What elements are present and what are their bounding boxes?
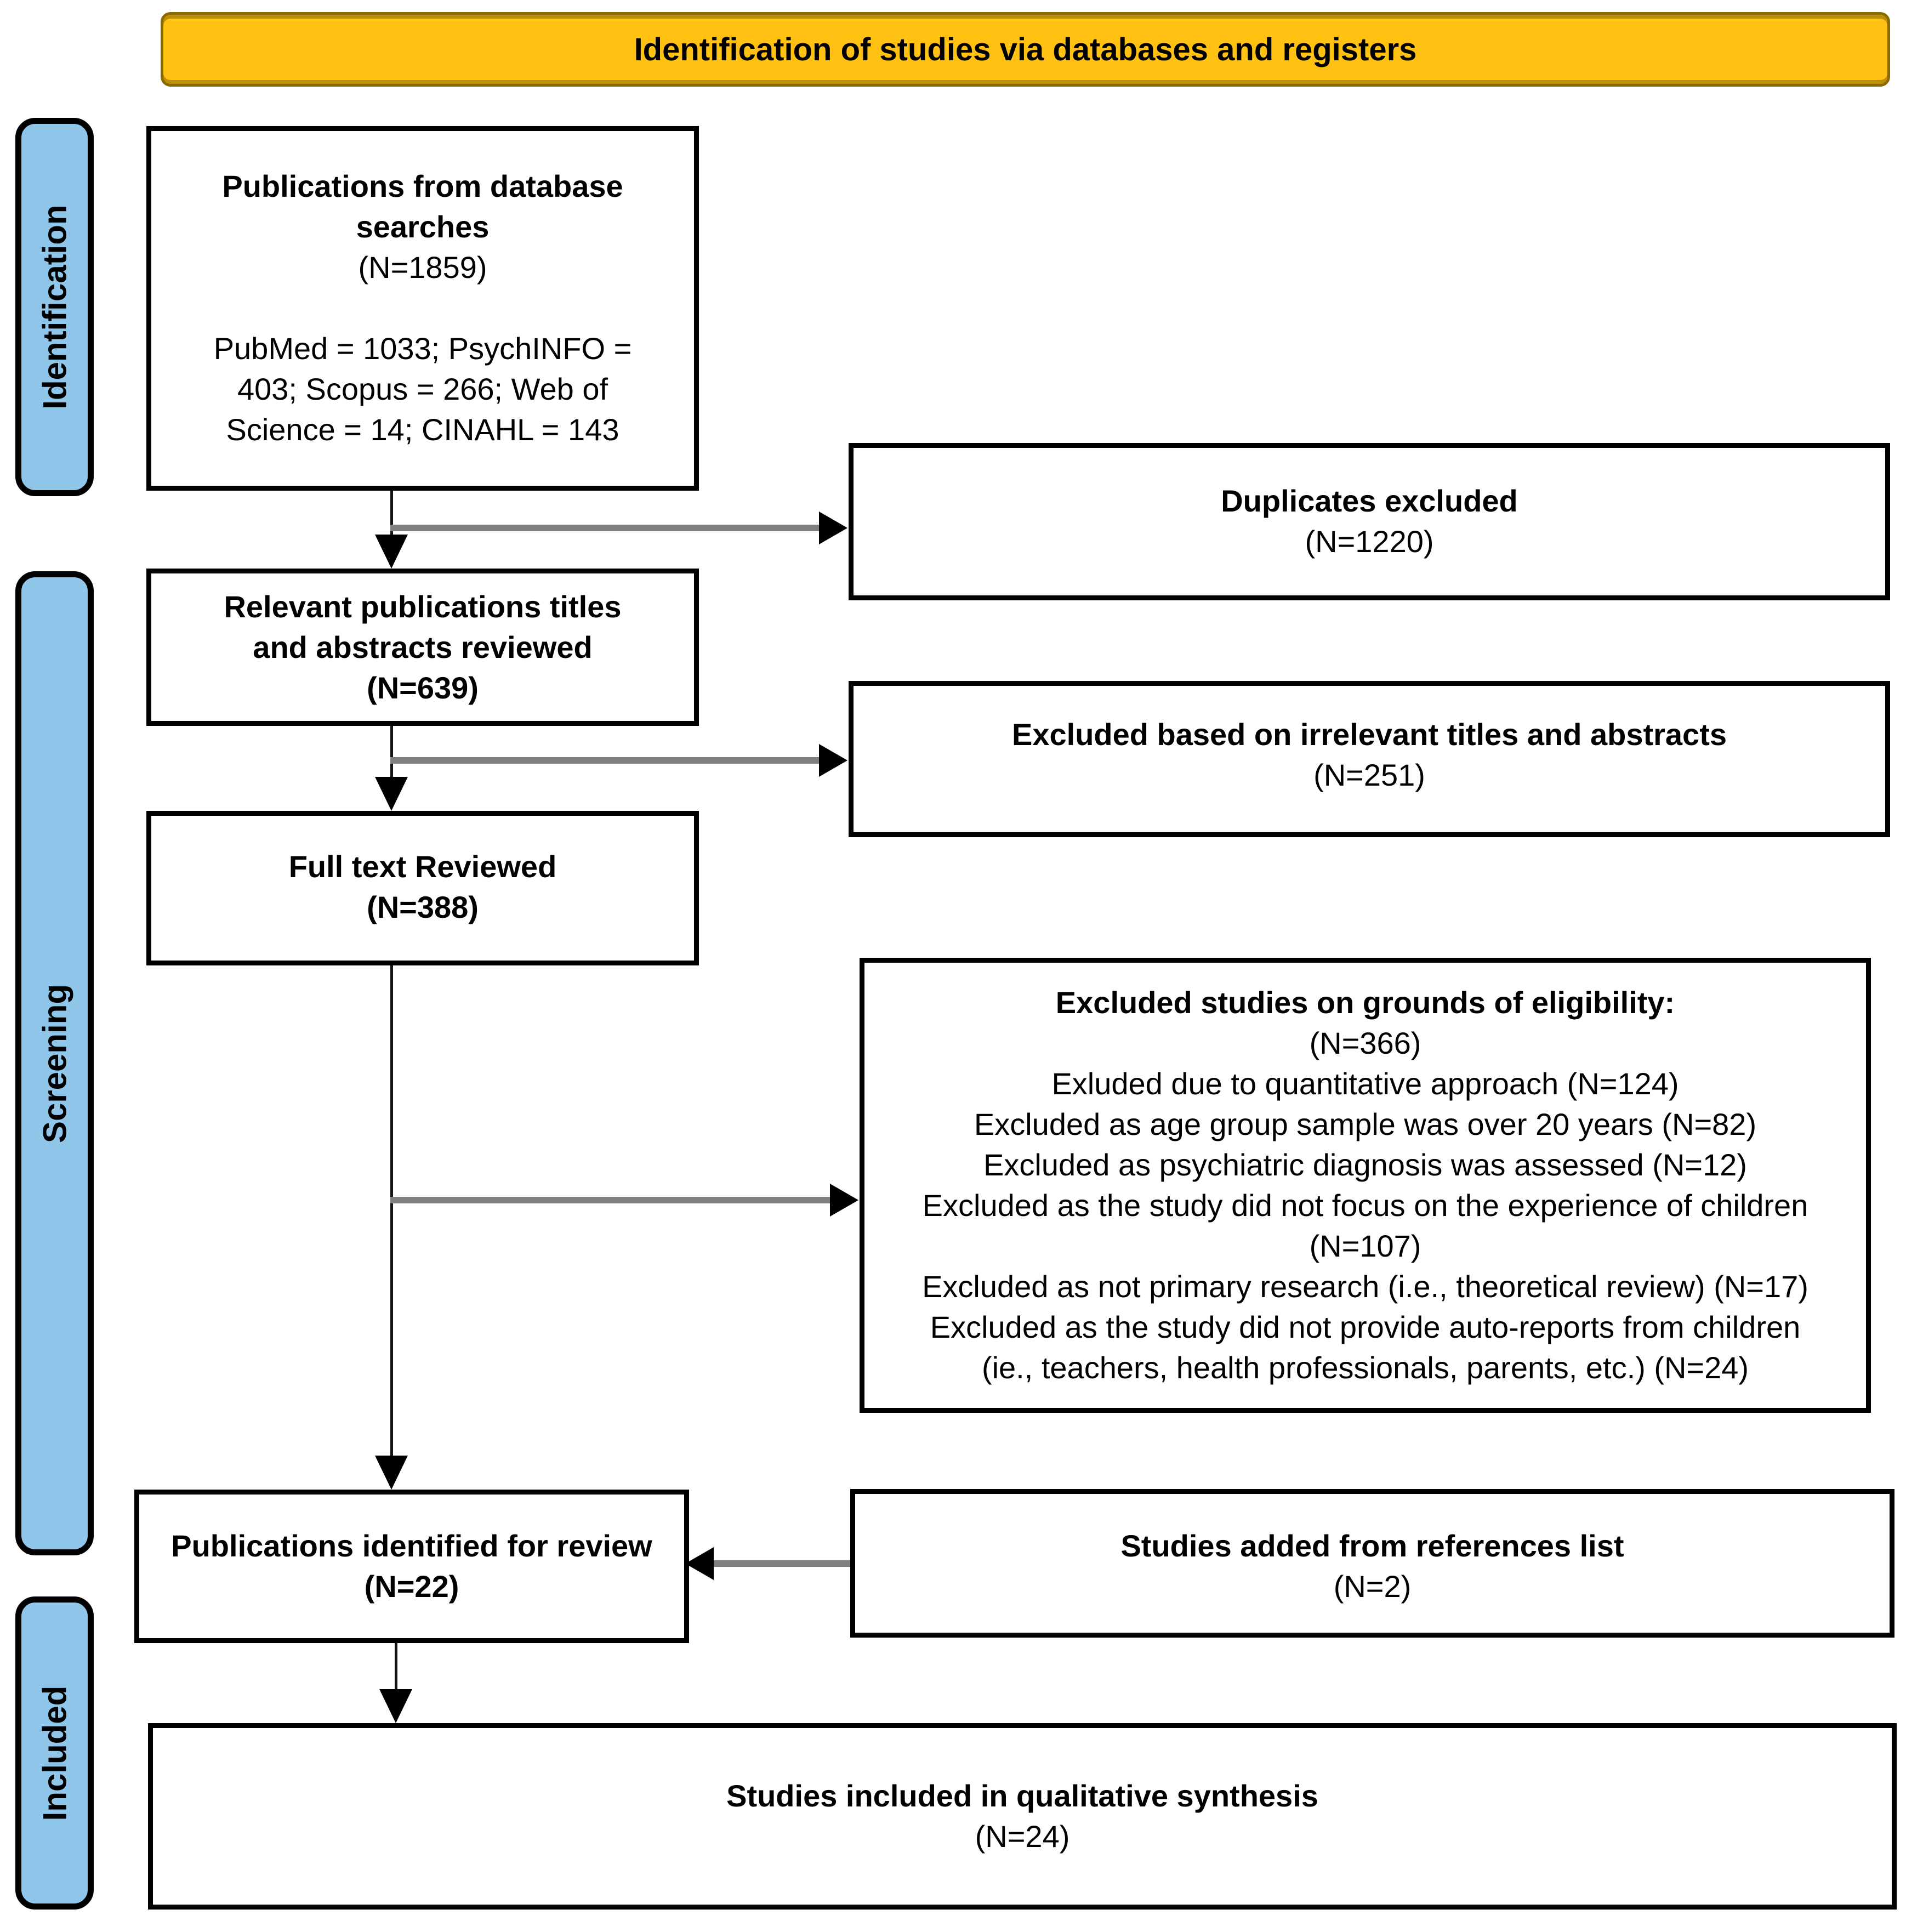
connector-identified-to-qualitative-line	[395, 1643, 397, 1691]
box-identified-for-review: Publications identified for review (N=22…	[134, 1490, 689, 1643]
stage-included: Included	[15, 1596, 94, 1910]
stage-screening: Screening	[15, 571, 94, 1555]
connector-db-to-titles-arrowhead-icon	[375, 535, 408, 569]
stage-included-label: Included	[36, 1685, 73, 1821]
banner: Identification of studies via databases …	[161, 12, 1890, 87]
box-full-text-reviewed-title: Full text Reviewed	[288, 849, 557, 884]
connector-titles-to-fulltext-line	[390, 726, 393, 780]
connector-fulltext-to-identified-line	[390, 965, 393, 1458]
connector-titles-to-fulltext-arrowhead-icon	[375, 777, 408, 811]
box-full-text-reviewed: Full text Reviewed (N=388)	[146, 811, 699, 965]
box-identified-for-review-count: (N=22)	[364, 1569, 459, 1604]
box-titles-abstracts-reviewed: Relevant publications titles and abstrac…	[146, 569, 699, 726]
connector-db-to-titles-line	[390, 491, 393, 537]
box-references-added: Studies added from references list (N=2)	[850, 1489, 1894, 1638]
stage-identification: Identification	[15, 118, 94, 496]
box-qualitative-synthesis: Studies included in qualitative synthesi…	[148, 1723, 1897, 1910]
box-database-searches: Publications from database searches (N=1…	[146, 126, 699, 491]
box-eligibility-exclusions-count: (N=366)	[1309, 1026, 1421, 1060]
box-references-added-count: (N=2)	[1333, 1569, 1412, 1604]
box-database-searches-count: (N=1859)	[358, 250, 487, 285]
box-duplicates-excluded-title: Duplicates excluded	[1221, 484, 1518, 518]
box-titles-abstracts-reviewed-title-line2: and abstracts reviewed	[253, 629, 593, 664]
connector-to-eligibility-arrowhead-icon	[830, 1184, 858, 1217]
banner-title: Identification of studies via databases …	[634, 31, 1417, 67]
stage-identification-label: Identification	[36, 204, 73, 410]
box-irrelevant-excluded: Excluded based on irrelevant titles and …	[849, 681, 1890, 837]
box-references-added-title: Studies added from references list	[1120, 1528, 1624, 1563]
box-titles-abstracts-reviewed-title-line1: Relevant publications titles	[224, 589, 622, 624]
box-eligibility-reason-6-line1: Excluded as the study did not provide au…	[930, 1310, 1801, 1344]
box-database-searches-title-line1: Publications from database	[222, 169, 623, 203]
connector-to-irrelevant-arrowhead-icon	[819, 744, 847, 777]
box-duplicates-excluded: Duplicates excluded (N=1220)	[849, 443, 1890, 600]
connector-to-eligibility-line	[390, 1197, 830, 1203]
box-eligibility-reason-1: Exluded due to quantitative approach (N=…	[1051, 1066, 1679, 1101]
box-titles-abstracts-reviewed-count: (N=639)	[367, 670, 479, 705]
box-database-searches-detail-line3: Science = 14; CINAHL = 143	[226, 412, 619, 447]
box-qualitative-synthesis-title: Studies included in qualitative synthesi…	[726, 1778, 1318, 1813]
box-full-text-reviewed-count: (N=388)	[367, 890, 479, 924]
box-identified-for-review-title: Publications identified for review	[171, 1528, 652, 1563]
box-eligibility-reason-2: Excluded as age group sample was over 20…	[974, 1107, 1757, 1141]
connector-to-irrelevant-line	[390, 757, 819, 764]
connector-identified-to-qualitative-arrowhead-icon	[379, 1689, 412, 1723]
box-database-searches-title-line2: searches	[356, 209, 490, 244]
box-eligibility-exclusions-title: Excluded studies on grounds of eligibili…	[1055, 985, 1675, 1020]
connector-fulltext-to-identified-arrowhead-icon	[375, 1456, 408, 1490]
stage-screening-label: Screening	[36, 984, 73, 1143]
box-duplicates-excluded-count: (N=1220)	[1305, 524, 1434, 559]
box-eligibility-reason-3: Excluded as psychiatric diagnosis was as…	[983, 1147, 1747, 1182]
box-irrelevant-excluded-count: (N=251)	[1313, 758, 1425, 792]
connector-to-duplicates-line	[390, 525, 819, 531]
box-eligibility-reason-6-line2: (ie., teachers, health professionals, pa…	[981, 1350, 1749, 1385]
box-database-searches-detail-line1: PubMed = 1033; PsychINFO =	[213, 331, 632, 366]
box-eligibility-reason-5: Excluded as not primary research (i.e., …	[922, 1269, 1808, 1304]
box-eligibility-reason-4-line2: (N=107)	[1309, 1229, 1421, 1263]
connector-references-to-identified-line	[714, 1560, 850, 1567]
box-qualitative-synthesis-count: (N=24)	[975, 1819, 1070, 1854]
connector-references-to-identified-arrowhead-icon	[685, 1547, 714, 1580]
box-eligibility-exclusions: Excluded studies on grounds of eligibili…	[860, 958, 1871, 1413]
box-database-searches-detail-line2: 403; Scopus = 266; Web of	[237, 372, 608, 406]
box-eligibility-reason-4-line1: Excluded as the study did not focus on t…	[922, 1188, 1808, 1223]
box-irrelevant-excluded-title: Excluded based on irrelevant titles and …	[1012, 717, 1727, 752]
connector-to-duplicates-arrowhead-icon	[819, 512, 847, 544]
